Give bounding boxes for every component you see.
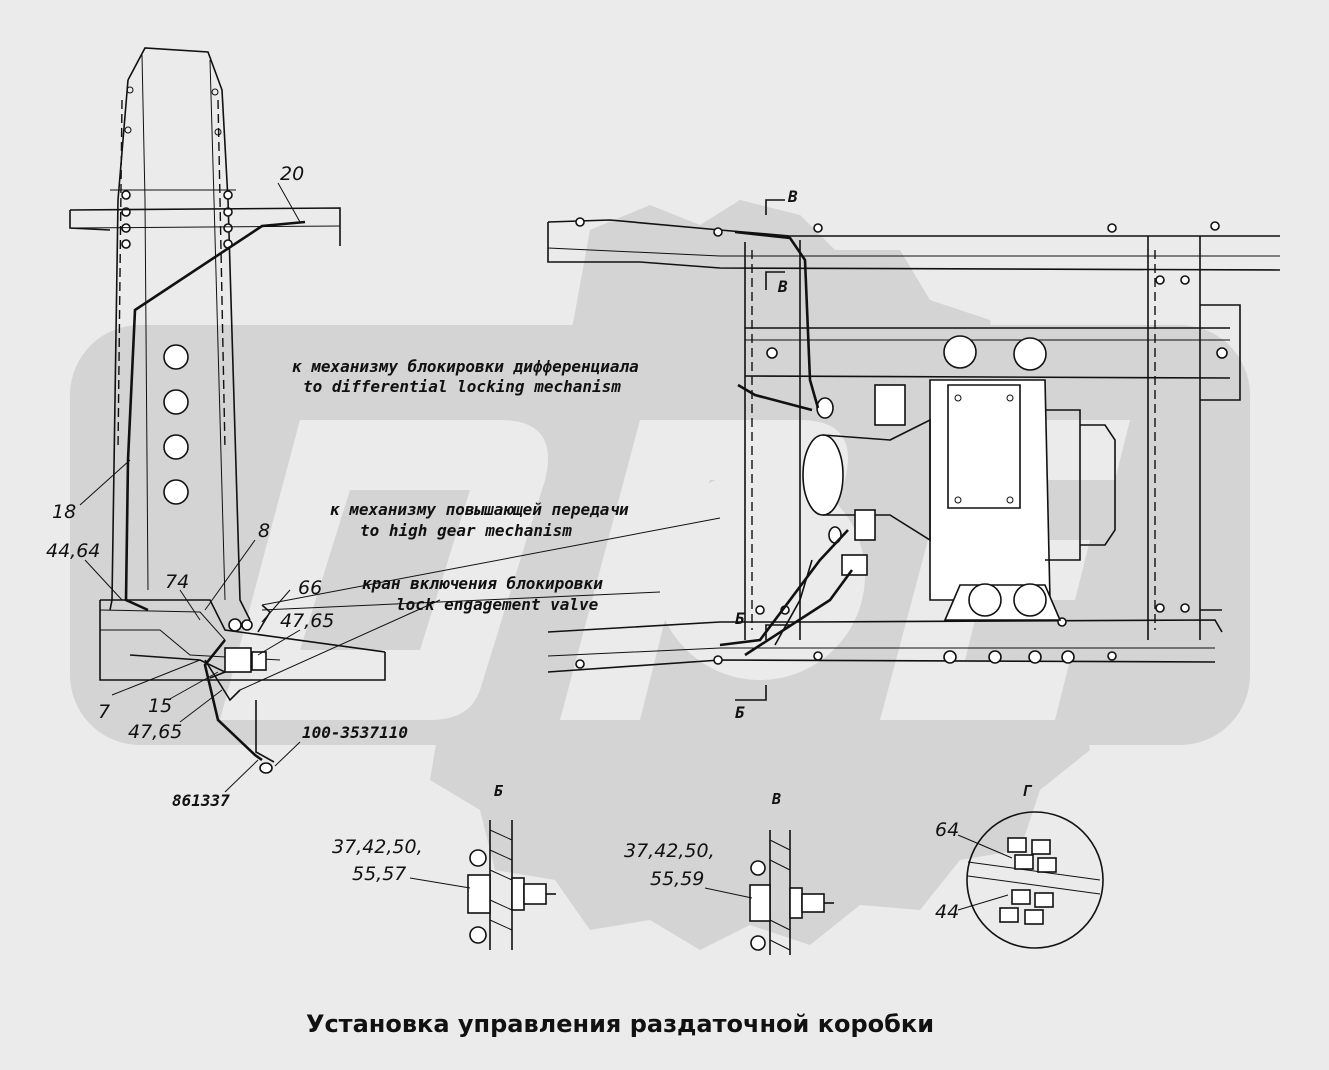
annotation-high-en: to high gear mechanism [360,521,572,540]
detail-b-parts-line2: 55,57 [352,863,406,885]
annotation-texts: к механизму блокировки дифференциала to … [292,357,639,614]
section-markers [735,199,790,701]
callout-8: 8 [258,520,270,542]
watermark-gear-logo [70,200,1250,950]
callout-44-64: 44,64 [46,540,100,562]
callout-7: 7 [98,701,110,723]
detail-g-blocks [999,837,1057,925]
detail-labels: Б 37,42,50, 55,57 В 37,42,50, 55,59 Г 64… [332,782,1033,923]
detail-v-parts-line1: 37,42,50, [624,840,715,862]
rail-bolts [575,217,1228,669]
detail-g [957,811,1104,949]
annotation-valve-ru: кран включения блокировки [362,574,603,593]
detail-b [409,820,556,950]
right-frame-plan [547,199,1281,701]
lock-engagement-valve [129,604,272,702]
left-leader-lines [79,182,721,793]
annotation-diff-ru: к механизму блокировки дифференциала [292,357,639,376]
transfer-case-body [802,335,1116,621]
detail-v-title: В [771,790,781,808]
left-frame-assembly [69,47,386,774]
callout-18: 18 [52,501,76,523]
callout-47-65-top: 47,65 [280,610,334,632]
section-b-bottom: Б [735,703,745,722]
annotation-high-ru: к механизму повышающей передачи [330,500,629,519]
annotation-diff-en: to differential locking mechanism [303,377,621,396]
drawing-title: Установка управления раздаточной коробки [306,1010,934,1038]
callout-20: 20 [280,163,304,185]
section-v-mid: В [777,277,788,296]
detail-v-parts-line2: 55,59 [650,868,704,890]
air-lines [719,230,854,657]
callout-labels: 20 18 44,64 8 74 66 47,65 7 15 47,65 100… [46,163,408,810]
detail-g-title: Г [1022,782,1033,800]
detail-b-title: Б [494,782,504,800]
frame-holes [121,86,233,505]
annotation-valve-en: lock engagement valve [396,595,599,614]
section-b-mid: Б [735,609,745,628]
detail-v [704,830,834,955]
detail-g-callout-44: 44 [935,901,959,923]
callout-15: 15 [148,695,172,717]
part-number-861337: 861337 [172,791,230,810]
detail-g-callout-64: 64 [935,819,959,841]
callout-47-65-bottom: 47,65 [128,721,182,743]
callout-66: 66 [298,577,322,599]
bottom-mount-bolts [943,650,1075,664]
section-v-top: В [787,187,798,206]
section-letters: В В Б Б [735,187,798,722]
part-number-100-3537110: 100-3537110 [302,723,408,742]
detail-b-parts-line1: 37,42,50, [332,836,423,858]
callout-74: 74 [165,571,189,593]
